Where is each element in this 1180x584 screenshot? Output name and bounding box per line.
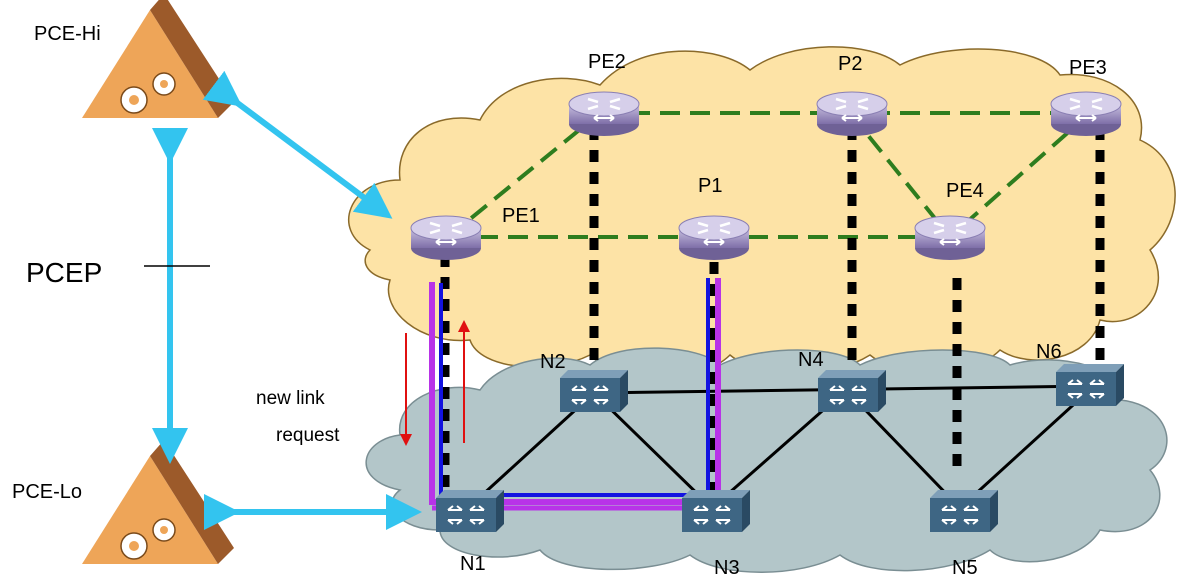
pce-hi-node[interactable]: [81, 0, 235, 119]
switch-label-n1: N1: [460, 553, 486, 575]
router-label-p2: P2: [838, 53, 862, 75]
switch-label-n3: N3: [714, 557, 740, 579]
switch-label-n5: N5: [952, 557, 978, 579]
switch-n3[interactable]: [681, 489, 751, 533]
request-label-line2: request: [276, 425, 340, 446]
switch-n4[interactable]: [817, 369, 887, 413]
router-label-pe4: PE4: [946, 180, 984, 202]
router-label-pe1: PE1: [502, 205, 540, 227]
switch-label-n2: N2: [540, 351, 566, 373]
router-label-pe2: PE2: [588, 51, 626, 73]
router-pe2[interactable]: [567, 90, 641, 138]
router-p2[interactable]: [815, 90, 889, 138]
router-pe3[interactable]: [1049, 90, 1123, 138]
request-label-line1: new link: [256, 388, 325, 409]
switch-label-n6: N6: [1036, 341, 1062, 363]
pcep-label: PCEP: [26, 257, 102, 288]
path-purple: [429, 278, 721, 505]
switch-n1[interactable]: [435, 489, 505, 533]
switch-n2[interactable]: [559, 369, 629, 413]
router-label-pe3: PE3: [1069, 57, 1107, 79]
switch-n6[interactable]: [1055, 363, 1125, 407]
pcep-links: [152, 70, 422, 530]
router-p1[interactable]: [677, 214, 751, 262]
cross-layer-links: [440, 128, 1105, 500]
pce-lo-label: PCE-Lo: [12, 481, 82, 503]
pce-hi-label: PCE-Hi: [34, 23, 101, 45]
switch-n5[interactable]: [929, 489, 999, 533]
ip-layer-cloud: [348, 46, 1176, 379]
router-pe4[interactable]: [913, 214, 987, 262]
path-blue: [439, 278, 710, 497]
router-pe1[interactable]: [409, 214, 483, 262]
switch-label-n4: N4: [798, 349, 824, 371]
router-label-p1: P1: [698, 175, 722, 197]
pce-lo-node[interactable]: [81, 439, 235, 565]
